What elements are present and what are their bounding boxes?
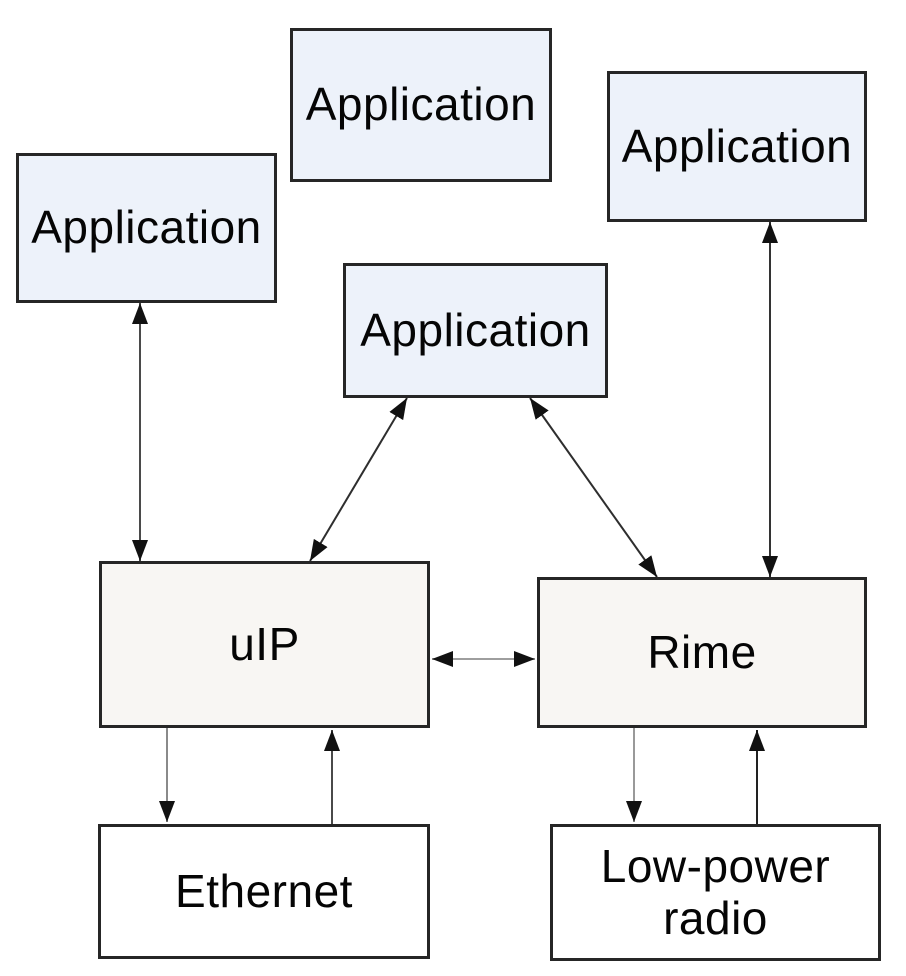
node-label: uIP — [229, 617, 300, 670]
node-uip: uIP — [99, 561, 430, 728]
node-ethernet: Ethernet — [98, 824, 430, 959]
arrow-application-middle-to-uip — [309, 397, 408, 562]
node-low-power-radio: Low-power radio — [550, 824, 881, 961]
node-application-middle: Application — [343, 263, 608, 398]
arrow-application-middle-to-rime — [529, 397, 658, 578]
node-label: Rime — [647, 625, 757, 678]
node-label: Application — [31, 201, 262, 254]
node-application-top-right: Application — [607, 71, 867, 222]
node-rime: Rime — [537, 577, 867, 728]
node-label: Application — [621, 119, 853, 172]
node-label: Application — [360, 303, 591, 356]
node-label: Application — [305, 78, 537, 131]
node-application-top-left: Application — [16, 153, 277, 303]
node-label: Ethernet — [175, 864, 353, 917]
node-application-top-middle: Application — [290, 28, 552, 182]
node-label: Low-power radio — [600, 839, 831, 944]
